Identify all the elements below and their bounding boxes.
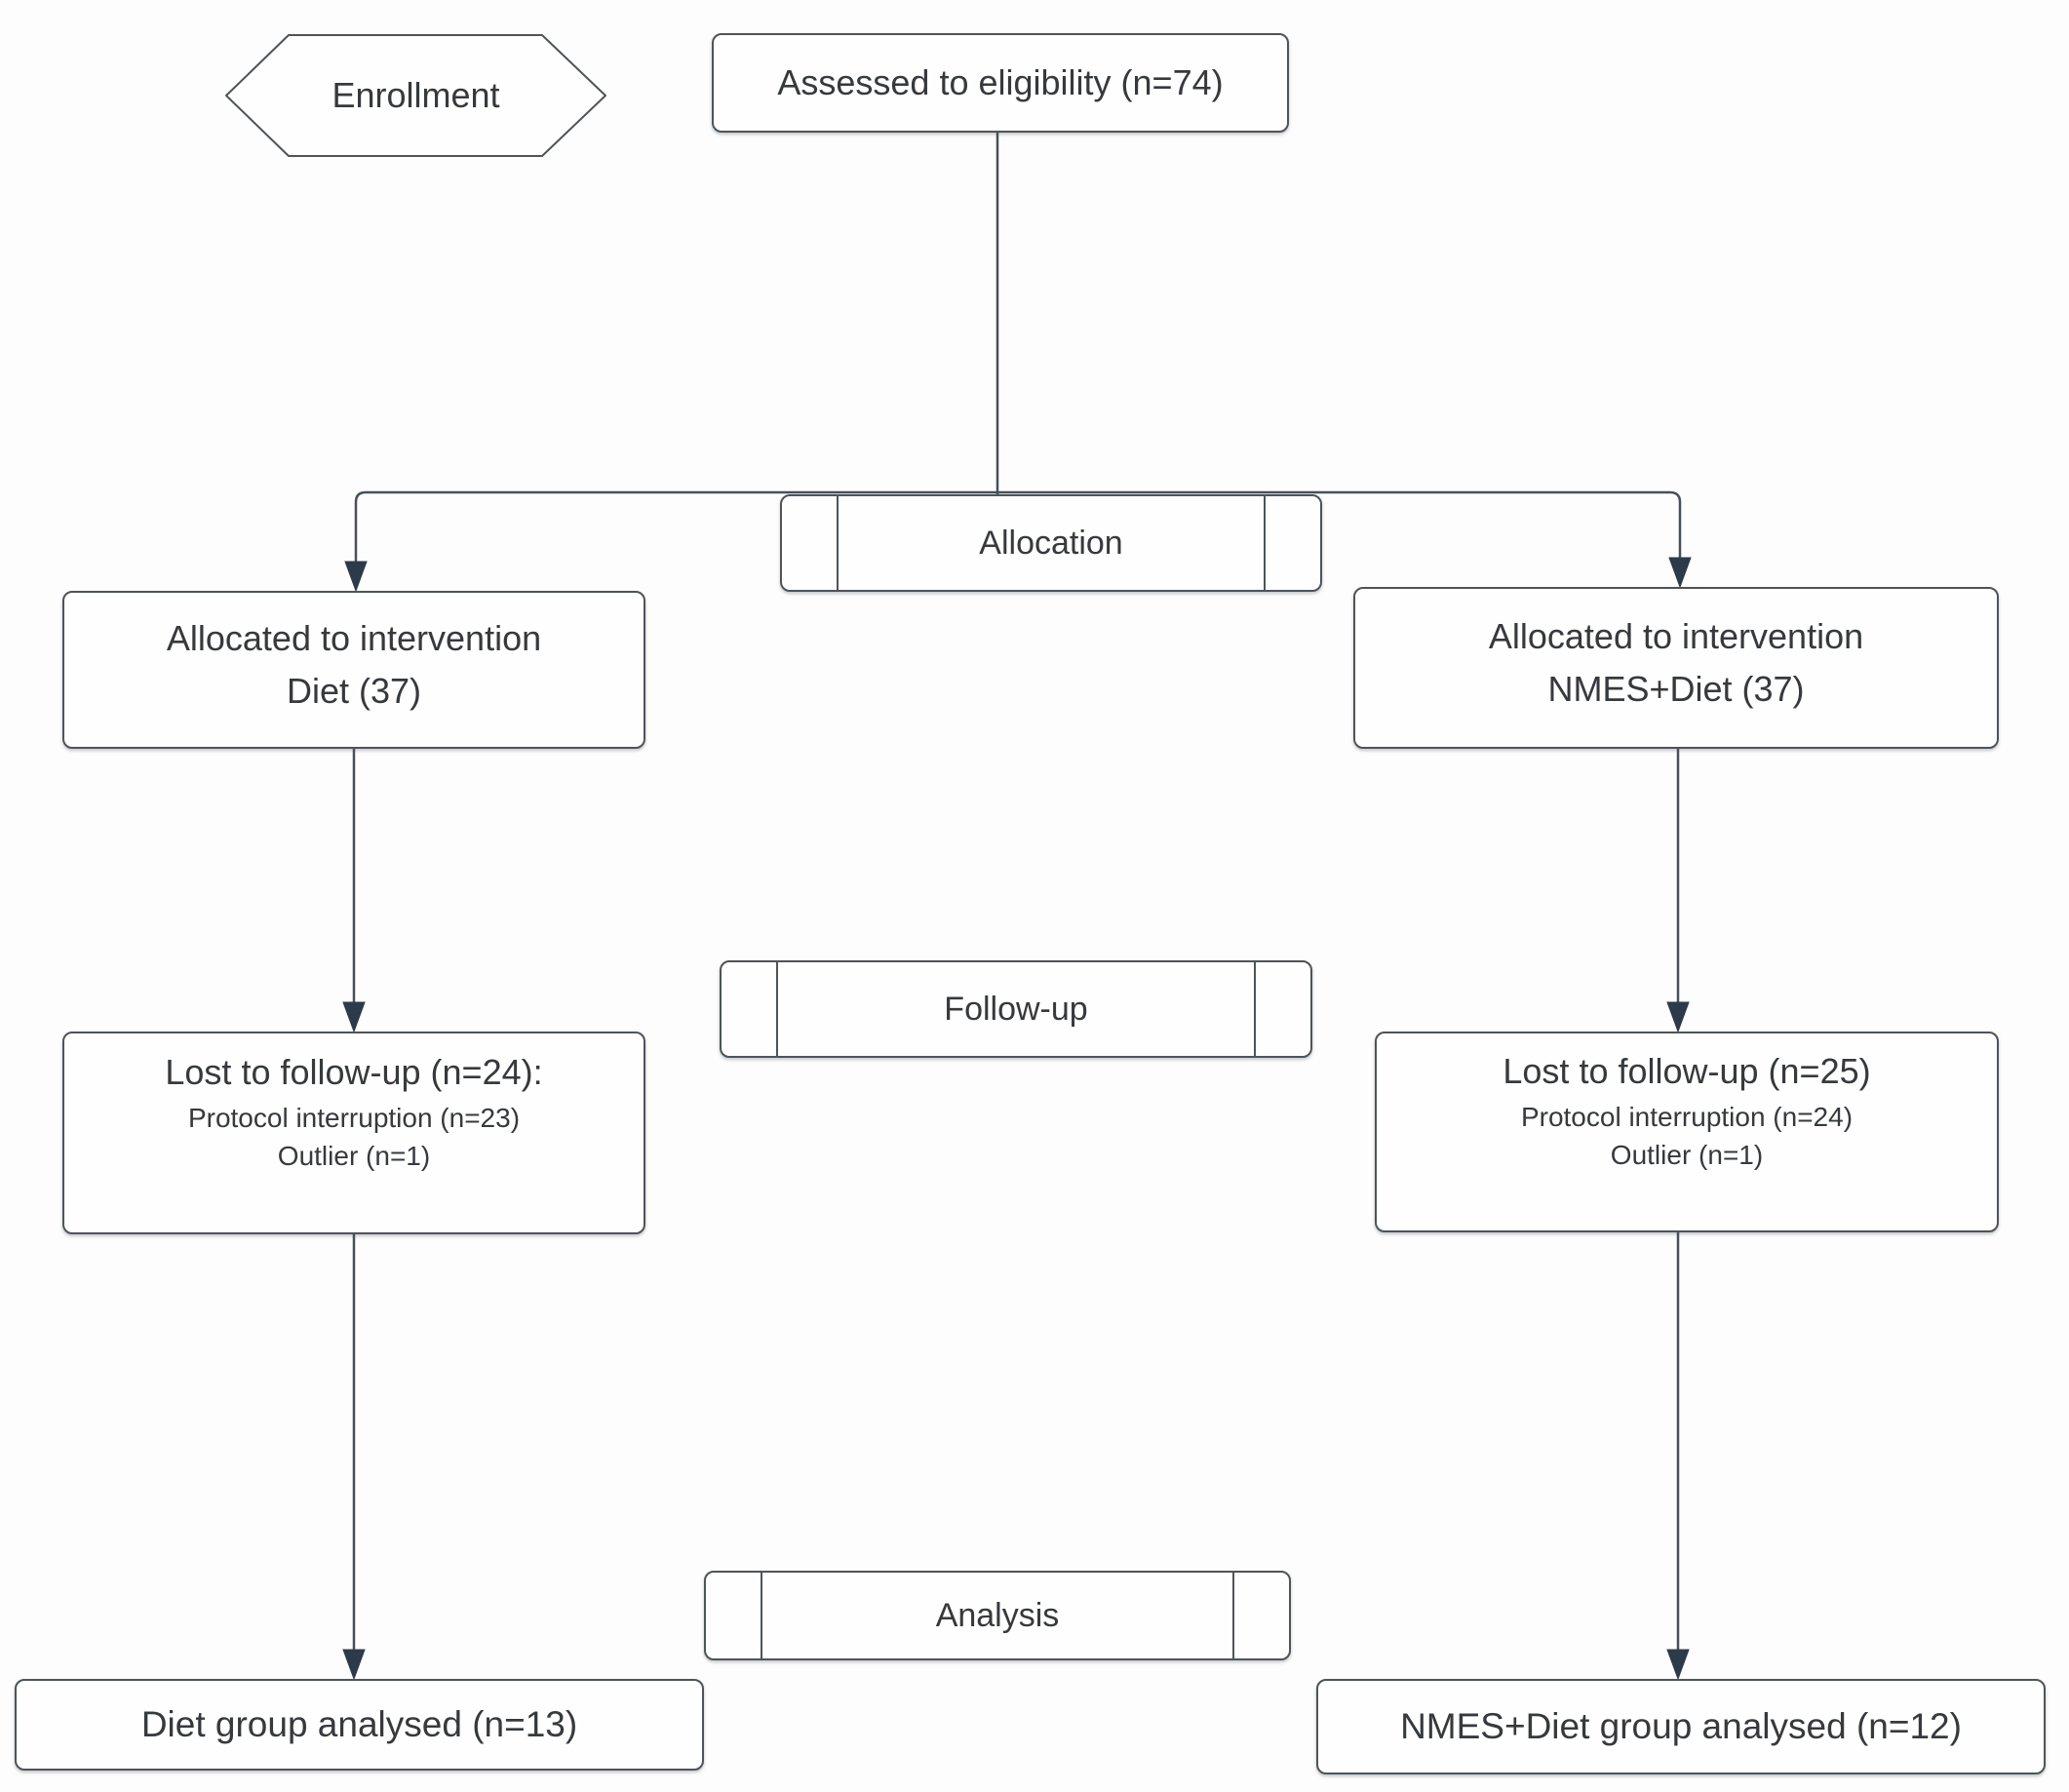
lost-diet-box: Lost to follow-up (n=24): Protocol inter…	[62, 1032, 645, 1234]
allocated-diet-box: Allocated to intervention Diet (37)	[62, 591, 645, 749]
allocated-nmes-line2: NMES+Diet (37)	[1547, 669, 1805, 709]
banner-inset-line	[1264, 496, 1266, 590]
analysis-banner-label: Analysis	[935, 1596, 1060, 1634]
arrowhead-to-lost-diet	[342, 1001, 366, 1033]
lost-nmes-reason-2: Outlier (n=1)	[1610, 1140, 1764, 1170]
lost-nmes-title: Lost to follow-up (n=25)	[1503, 1050, 1871, 1091]
arrowhead-to-allocated-nmes	[1668, 557, 1692, 589]
assessed-eligibility-box: Assessed to eligibility (n=74)	[712, 33, 1289, 133]
analysed-diet-label: Diet group analysed (n=13)	[140, 1704, 578, 1744]
enrollment-label: Enrollment	[332, 75, 500, 115]
lost-diet-title: Lost to follow-up (n=24):	[165, 1051, 543, 1092]
banner-inset-line	[1232, 1573, 1234, 1658]
banner-inset-line	[761, 1573, 762, 1658]
followup-banner-label: Follow-up	[944, 990, 1088, 1028]
allocated-diet-line2: Diet (37)	[286, 671, 422, 711]
arrowhead-to-analysed-nmes	[1666, 1649, 1690, 1681]
assessed-eligibility-label: Assessed to eligibility (n=74)	[777, 62, 1224, 102]
banner-inset-line	[837, 496, 839, 590]
lost-nmes-box: Lost to follow-up (n=25) Protocol interr…	[1375, 1032, 1999, 1232]
arrowhead-to-analysed-diet	[342, 1649, 366, 1681]
allocation-banner-label: Allocation	[979, 524, 1123, 562]
analysed-nmes-box: NMES+Diet group analysed (n=12)	[1316, 1679, 2046, 1774]
arrowhead-to-lost-nmes	[1666, 1001, 1690, 1033]
analysed-diet-box: Diet group analysed (n=13)	[15, 1679, 704, 1771]
banner-inset-line	[1254, 962, 1256, 1056]
followup-banner: Follow-up	[720, 960, 1312, 1058]
allocation-banner: Allocation	[780, 494, 1322, 592]
banner-inset-line	[776, 962, 778, 1056]
lost-diet-reason-1: Protocol interruption (n=23)	[187, 1102, 521, 1133]
analysis-banner: Analysis	[704, 1571, 1291, 1660]
allocated-nmes-line1: Allocated to intervention	[1488, 616, 1864, 656]
lost-nmes-reason-1: Protocol interruption (n=24)	[1520, 1101, 1854, 1132]
analysed-nmes-label: NMES+Diet group analysed (n=12)	[1400, 1706, 1962, 1746]
lost-diet-reason-2: Outlier (n=1)	[277, 1141, 431, 1171]
allocated-diet-line1: Allocated to intervention	[166, 618, 542, 658]
allocated-nmes-box: Allocated to intervention NMES+Diet (37)	[1353, 587, 1999, 749]
arrowhead-to-allocated-diet	[344, 561, 368, 593]
connector-split	[354, 490, 1682, 564]
enrollment-hexagon-shape	[225, 34, 606, 157]
